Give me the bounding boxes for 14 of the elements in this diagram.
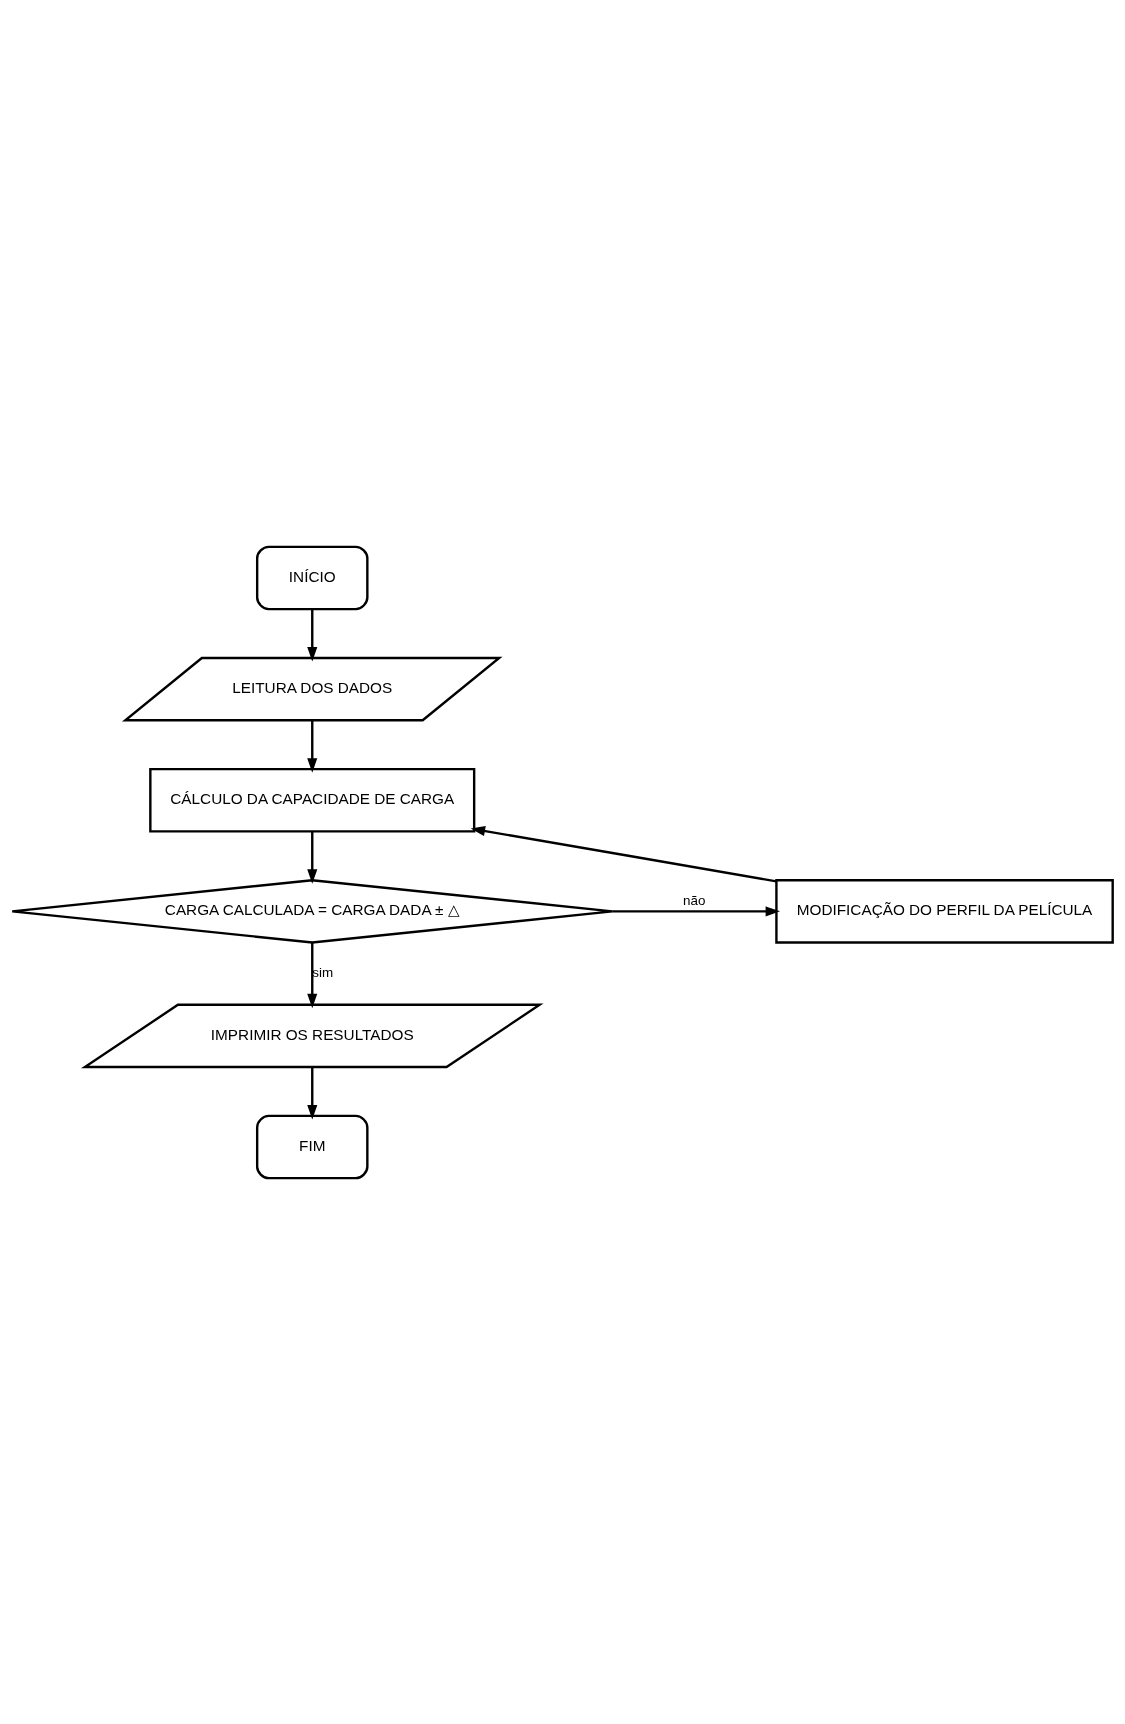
arrow [307, 720, 318, 773]
node-diamond: CARGA CALCULADA = CARGA DADA ± △ [11, 878, 614, 944]
edge-label: sim [312, 964, 334, 980]
node-box: INÍCIO [255, 545, 369, 610]
node-box: CÁLCULO DA CAPACIDADE DE CARGA [149, 767, 476, 833]
arrow [307, 608, 318, 661]
arrow [307, 942, 318, 1008]
arrow [470, 825, 777, 883]
edge-label: não [683, 892, 706, 908]
node-box: MODIFICAÇÃO DO PERFIL DA PELÍCULA [775, 878, 1114, 944]
arrow [612, 905, 781, 916]
node-box: FIM [255, 1114, 369, 1179]
arrow [307, 831, 318, 884]
arrow [307, 1066, 318, 1119]
